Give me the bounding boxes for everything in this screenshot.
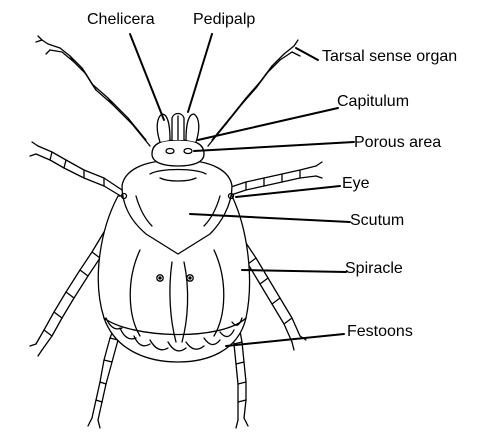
left-leg-1 bbox=[36, 36, 150, 146]
label-spiracle: Spiracle bbox=[345, 260, 403, 278]
right-leg-1 bbox=[208, 40, 300, 146]
label-capitulum: Capitulum bbox=[337, 93, 409, 111]
left-leg-2 bbox=[30, 142, 124, 198]
label-chelicera: Chelicera bbox=[87, 11, 155, 29]
leader-tarsal-sense-organ bbox=[296, 48, 318, 60]
label-tarsal-sense-organ: Tarsal sense organ bbox=[322, 48, 457, 66]
leader-spiracle bbox=[242, 270, 346, 272]
leader-festoons bbox=[226, 334, 344, 346]
leader-porous-area bbox=[194, 142, 354, 151]
pedipalp-right bbox=[186, 114, 199, 142]
label-pedipalp: Pedipalp bbox=[193, 11, 255, 29]
leader-pedipalp bbox=[188, 34, 212, 112]
capitulum-base bbox=[152, 140, 204, 166]
label-scutum: Scutum bbox=[350, 212, 404, 230]
leader-chelicera bbox=[130, 34, 164, 120]
label-festoons: Festoons bbox=[347, 323, 413, 341]
label-eye: Eye bbox=[342, 175, 370, 193]
right-leg-2 bbox=[228, 162, 322, 196]
label-porous-area: Porous area bbox=[354, 134, 441, 152]
leader-eye bbox=[236, 186, 340, 197]
leader-capitulum bbox=[198, 108, 338, 140]
